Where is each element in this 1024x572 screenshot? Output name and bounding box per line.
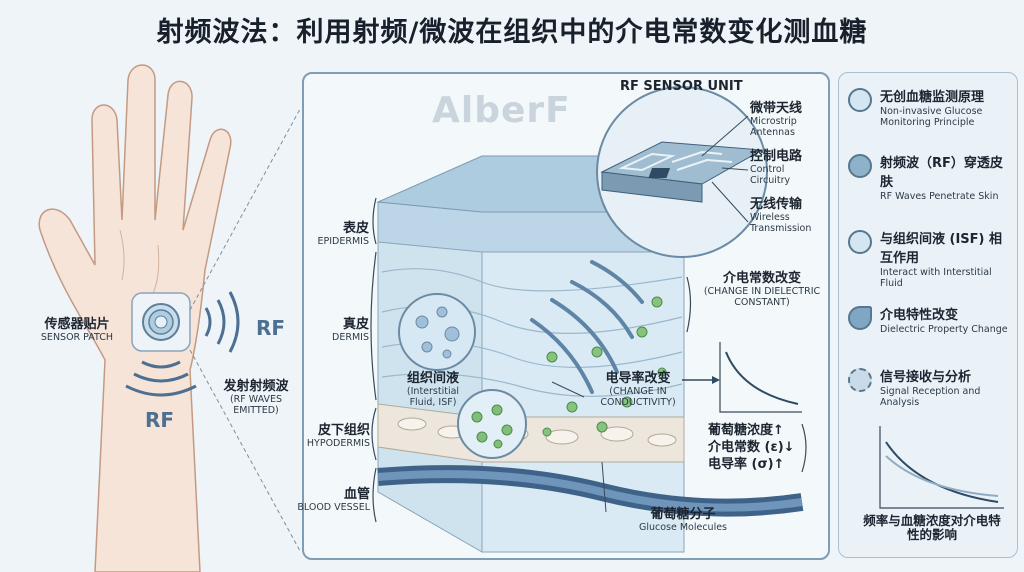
filled-circle-icon xyxy=(848,154,872,178)
dielectric-label: 介电常数改变 (CHANGE IN DIELECTRIC CONSTANT) xyxy=(703,271,821,308)
dermis-label: 真皮 DERMIS xyxy=(332,317,369,343)
relation-conductivity: 电导率 (σ)↑ xyxy=(708,456,785,472)
antenna-label: 微带天线 Microstrip Antennas xyxy=(750,101,803,138)
page-title: 射频波法：利用射频/微波在组织中的介电常数变化测血糖 xyxy=(156,17,868,48)
relation-dielectric: 介电常数 (ε)↓ xyxy=(708,439,795,455)
watermark: AlberF xyxy=(432,90,571,131)
circle-icon xyxy=(848,88,872,112)
skin-cross-section xyxy=(370,86,807,553)
glucose-label: 葡萄糖分子 Glucose Molecules xyxy=(638,507,728,533)
isf-label: 组织间液 (Interstitial Fluid, ISF) xyxy=(406,371,460,408)
rf-emitted-label: 发射射频波 (RF WAVES EMITTED) xyxy=(223,379,289,416)
circuitry-label: 控制电路 Control Circuitry xyxy=(750,149,803,186)
glucose-zoom-circle xyxy=(457,389,527,459)
vessel-label: 血管 BLOOD VESSEL xyxy=(297,487,370,513)
wireless-label: 无线传输 Wireless Transmission xyxy=(750,197,812,234)
sidebar-chart-caption: 频率与血糖浓度对介电特性的影响 xyxy=(863,513,1001,543)
mini-chart-dielectric xyxy=(719,342,802,413)
relations-list: 葡萄糖浓度↑ 介电常数 (ε)↓ 电导率 (σ)↑ xyxy=(708,423,806,473)
epidermis-label: 表皮 EPIDERMIS xyxy=(317,221,369,247)
isf-zoom-circle xyxy=(398,293,476,371)
rf-label-bottom: RF xyxy=(145,408,175,432)
leaf-icon xyxy=(848,306,872,330)
hand-illustration xyxy=(38,64,300,572)
conductivity-label: 电导率改变 (CHANGE IN CONDUCTIVITY) xyxy=(600,371,676,408)
sensor-patch-label: 传感器贴片 SENSOR PATCH xyxy=(40,317,114,343)
rf-sensor-unit-title: RF SENSOR UNIT xyxy=(620,79,743,94)
rf-label-right: RF xyxy=(256,316,286,340)
rf-waves-down xyxy=(125,360,197,397)
sidebar-mini-chart xyxy=(879,426,1004,509)
hypodermis-label: 皮下组织 HYPODERMIS xyxy=(306,423,370,449)
rf-waves-right xyxy=(204,291,240,353)
relation-glucose: 葡萄糖浓度↑ xyxy=(708,423,784,438)
gear-icon xyxy=(848,368,872,392)
circle-icon xyxy=(848,230,872,254)
